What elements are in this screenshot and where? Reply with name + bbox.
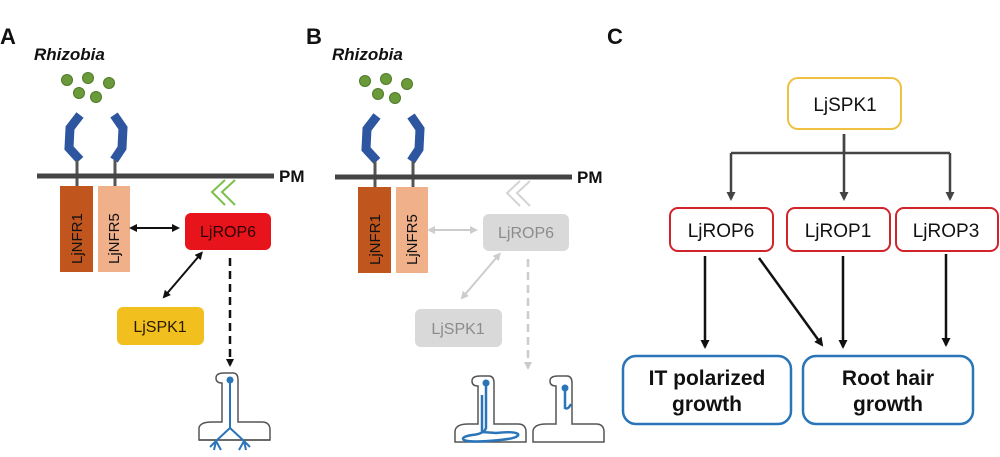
- pm-label: PM: [577, 168, 603, 187]
- node-root-hair-growth-line1: Root hair: [842, 367, 934, 390]
- node-root-hair-growth: [801, 354, 975, 426]
- spk1-rop6-interaction-arrow: [460, 252, 501, 300]
- bacterium: [372, 88, 384, 100]
- node-it-polarized-growth-line1: IT polarized: [649, 367, 766, 390]
- bacterium: [389, 92, 401, 104]
- node-ljspk1: [787, 77, 902, 130]
- bacterium: [380, 73, 392, 85]
- bacterium: [359, 75, 371, 87]
- root-hair-aberrant-infection-icon: [454, 375, 527, 443]
- rhizobia-bacteria: [359, 73, 413, 104]
- ljnfr5-label: LjNFR5: [404, 214, 421, 265]
- ljspk1-box-inactive: [415, 309, 502, 347]
- ljnfr1-label: LjNFR1: [69, 213, 86, 264]
- ljnfr1-label: LjNFR1: [367, 214, 384, 265]
- rhizobia-bacteria: [61, 72, 115, 103]
- ljrop6-label: LjROP6: [200, 224, 256, 241]
- ljrop6-label: LjROP6: [498, 225, 554, 242]
- nfr1-ectodomain: [64, 112, 84, 164]
- node-ljspk1-label: LjSPK1: [813, 95, 876, 116]
- panel-letter-b: B: [306, 24, 322, 49]
- ljspk1-label: LjSPK1: [133, 319, 186, 336]
- node-it-polarized-growth-line2: growth: [672, 393, 742, 416]
- node-root-hair-growth-line2: growth: [853, 393, 923, 416]
- spk1-branch-connector: [731, 134, 950, 155]
- membrane-anchor-chevron-icon: [505, 180, 531, 207]
- node-ljrop6: [669, 207, 774, 252]
- bacterium: [61, 74, 73, 86]
- rhizobia-label: Rhizobia: [34, 45, 105, 64]
- node-it-polarized-growth: [621, 354, 793, 426]
- node-ljrop3: [895, 207, 999, 252]
- bacterium: [73, 87, 85, 99]
- edge-rop6-root-hair-growth: [757, 257, 824, 347]
- nfr1-ectodomain: [361, 113, 381, 165]
- panel-letter-a: A: [0, 24, 16, 49]
- ljrop6-box: [185, 213, 271, 250]
- node-ljrop6-label: LjROP6: [688, 221, 755, 242]
- pm-label: PM: [279, 167, 305, 186]
- ljnfr5-box: [396, 187, 428, 273]
- rhizobia-label: Rhizobia: [332, 45, 403, 64]
- ljnfr5-box: [98, 186, 130, 272]
- panel-b: B Rhizobia PM LjNFR1 LjNFR5 LjROP6: [306, 24, 605, 443]
- node-ljrop1-label: LjROP1: [805, 221, 872, 242]
- nfr5-ectodomain: [407, 113, 425, 164]
- bacterium: [90, 91, 102, 103]
- node-ljrop3-label: LjROP3: [913, 221, 980, 242]
- ljnfr1-box: [358, 187, 391, 273]
- ljrop6-box-inactive: [483, 214, 569, 251]
- ljspk1-label: LjSPK1: [431, 321, 484, 338]
- bacterium: [103, 77, 115, 89]
- node-ljrop1: [786, 207, 891, 252]
- panel-c: C LjSPK1 LjROP6 LjROP1 LjROP3 IT polariz…: [607, 24, 999, 426]
- root-hair-arrested-infection-icon: [532, 375, 605, 443]
- spk1-rop6-interaction-arrow: [162, 251, 203, 299]
- root-hair-normal-infection-icon: [198, 372, 271, 451]
- ljnfr1-box: [60, 186, 93, 272]
- membrane-anchor-chevron-icon: [210, 179, 236, 206]
- nfr5-ectodomain: [110, 112, 128, 163]
- bacterium: [401, 78, 413, 90]
- ljspk1-box: [117, 307, 204, 345]
- bacterium: [82, 72, 94, 84]
- ljnfr5-label: LjNFR5: [106, 213, 123, 264]
- panel-letter-c: C: [607, 24, 623, 49]
- panel-a: A Rhizobia PM LjNFR1 LjNFR5: [0, 24, 305, 451]
